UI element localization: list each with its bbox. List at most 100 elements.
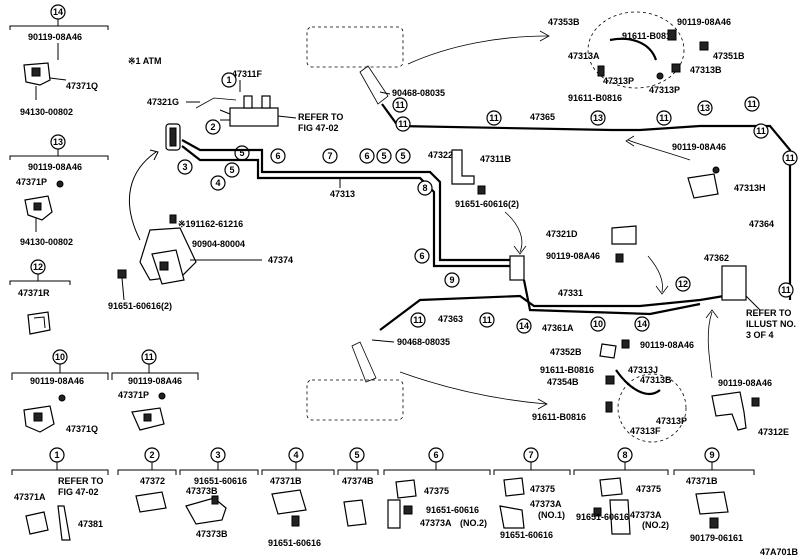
callout-14: 14 90119-08A46 47371Q 94130-00802 bbox=[9, 4, 109, 117]
label-91611-a: 91611-B0816 bbox=[622, 31, 676, 41]
callout-11: 11 90119-08A46 47371P bbox=[111, 349, 199, 431]
cell-5-number: 5 bbox=[354, 450, 359, 460]
callout-10-part1: 90119-08A46 bbox=[30, 376, 84, 386]
bottom-cell-6: 6 47375 91651-60616 47373A (NO.2) bbox=[383, 447, 491, 529]
bottom-cell-1: 1 REFER TO FIG 47-02 47371A 47381 bbox=[11, 447, 109, 541]
cell-3-number: 3 bbox=[215, 450, 220, 460]
callout-11-part1: 90119-08A46 bbox=[128, 376, 182, 386]
label-47312E: 47312E bbox=[758, 427, 789, 437]
marker-2: 2 bbox=[210, 122, 215, 132]
clamp-icon bbox=[23, 62, 67, 86]
cell-7-d: 91651-60616 bbox=[500, 530, 553, 540]
marker-7: 7 bbox=[327, 151, 332, 161]
master-cylinder-area: 47311F 47321G REFER TO FIG 47-02 1 2 3 4… bbox=[147, 69, 510, 288]
label-91611-b: 91611-B0816 bbox=[568, 93, 622, 103]
label-90119-a: 90119-08A46 bbox=[677, 17, 731, 27]
marker-14b: 14 bbox=[637, 319, 647, 329]
marker-6c: 6 bbox=[419, 251, 424, 261]
label-47354B: 47354B bbox=[547, 377, 579, 387]
marker-4: 4 bbox=[215, 178, 220, 188]
callout-13-part2: 47371P bbox=[16, 177, 47, 187]
atm-note: ※1 ATM bbox=[128, 56, 162, 66]
cell-8-c: (NO.2) bbox=[642, 520, 669, 530]
pedal-bracket-assy: ※191162-61216 90904-80004 47374 91651-60… bbox=[108, 149, 293, 311]
cell-3-a: 91651-60616 bbox=[194, 476, 247, 486]
cell-4-a: 47371B bbox=[270, 476, 302, 486]
cell-6-c: 47373A bbox=[420, 518, 452, 528]
label-47331: 47331 bbox=[558, 288, 583, 298]
label-90119-d: 90119-08A46 bbox=[640, 340, 694, 350]
cell-4-number: 4 bbox=[293, 450, 298, 460]
label-47311F: 47311F bbox=[232, 69, 263, 79]
label-47313B-bot: 47313B bbox=[640, 375, 672, 385]
cell-2-b: 47373B bbox=[186, 486, 218, 496]
label-47313B-top: 47313B bbox=[690, 65, 722, 75]
cell-8-a: 47375 bbox=[636, 484, 661, 494]
bottom-cell-8: 8 47375 47373A (NO.2) 91651-60616 bbox=[573, 447, 669, 535]
label-90468-a: 90468-08035 bbox=[392, 88, 445, 98]
label-91651-2a: 91651-60616(2) bbox=[455, 199, 519, 209]
clamp-47313H: 90119-08A46 47313H 47364 bbox=[625, 135, 774, 229]
cell-3-b: 47373B bbox=[196, 529, 228, 539]
marker-5d: 5 bbox=[400, 151, 405, 161]
cell-9-b: 90179-06161 bbox=[690, 533, 743, 543]
marker-5c: 5 bbox=[381, 151, 386, 161]
bottom-cell-4: 4 47371B 91651-60616 bbox=[261, 447, 335, 548]
callout-14-part3: 94130-00802 bbox=[20, 107, 73, 117]
refer-illust-b: ILLUST NO. bbox=[746, 319, 796, 329]
cell-6-a: 47375 bbox=[424, 486, 449, 496]
cell-1-b: FIG 47-02 bbox=[58, 487, 99, 497]
marker-11h: 11 bbox=[413, 315, 423, 325]
refer-illust-c: 3 OF 4 bbox=[746, 330, 774, 340]
label-47321D: 47321D bbox=[546, 229, 578, 239]
cell-6-b: 91651-60616 bbox=[426, 505, 479, 515]
cell-8-d: 91651-60616 bbox=[576, 512, 629, 522]
label-47322: 47322 bbox=[428, 150, 453, 160]
clip-icon bbox=[27, 311, 51, 335]
cell-9-number: 9 bbox=[709, 450, 714, 460]
marker-14a: 14 bbox=[519, 321, 529, 331]
label-47352B: 47352B bbox=[550, 347, 582, 357]
label-47374: 47374 bbox=[268, 255, 293, 265]
cell-7-c: (NO.1) bbox=[538, 510, 565, 520]
label-90119-e: 90119-08A46 bbox=[718, 378, 772, 388]
label-91162: ※191162-61216 bbox=[178, 219, 243, 229]
callout-13-part3: 94130-00802 bbox=[20, 237, 73, 247]
marker-5b: 5 bbox=[229, 165, 234, 175]
cell-4-b: 91651-60616 bbox=[268, 538, 321, 548]
callout-11-number: 11 bbox=[144, 352, 154, 362]
label-47311B: 47311B bbox=[480, 154, 512, 164]
cell-2-number: 2 bbox=[149, 450, 154, 460]
label-47313P-top2: 47313P bbox=[649, 85, 680, 95]
label-47313A: 47313A bbox=[568, 51, 600, 61]
marker-1: 1 bbox=[226, 75, 231, 85]
callout-12-number: 12 bbox=[33, 262, 43, 272]
bottom-cell-3: 3 91651-60616 47373B bbox=[179, 447, 259, 539]
cell-6-d: (NO.2) bbox=[460, 518, 487, 528]
marker-13b: 13 bbox=[700, 103, 710, 113]
marker-11d: 11 bbox=[659, 113, 669, 123]
refer-fig-a: REFER TO bbox=[298, 112, 343, 122]
label-90119-c: 90119-08A46 bbox=[546, 251, 600, 261]
label-47321G: 47321G bbox=[147, 97, 179, 107]
cell-1-c: 47371A bbox=[14, 492, 46, 502]
lower-rear-area: 90468-08035 90119-08A46 47352B 91611-B08… bbox=[306, 309, 789, 443]
bottom-cell-5: 5 47374B bbox=[337, 447, 379, 527]
figure-id: 47A701B bbox=[760, 547, 799, 557]
upper-rear-area: 90468-08035 47365 11 11 11 13 11 13 11 1… bbox=[306, 26, 798, 300]
marker-5: 5 bbox=[239, 148, 244, 158]
label-47365: 47365 bbox=[530, 112, 555, 122]
cell-6-number: 6 bbox=[433, 450, 438, 460]
top-right-detail: 47353B 90119-08A46 91611-B0816 47313A 47… bbox=[548, 11, 745, 103]
callout-14-part2: 47371Q bbox=[66, 81, 98, 91]
cell-7-b: 47373A bbox=[530, 499, 562, 509]
callout-14-part1: 90119-08A46 bbox=[28, 32, 82, 42]
cell-8-b: 47373A bbox=[630, 510, 662, 520]
marker-11e: 11 bbox=[747, 99, 757, 109]
cell-1-number: 1 bbox=[54, 450, 59, 460]
bottom-cell-7: 7 47375 47373A (NO.1) 91651-60616 bbox=[493, 447, 571, 540]
lower-pipes: 47321D 90119-08A46 47331 47363 47361A 11… bbox=[379, 225, 796, 340]
label-47363: 47363 bbox=[438, 314, 463, 324]
marker-3: 3 bbox=[182, 162, 187, 172]
